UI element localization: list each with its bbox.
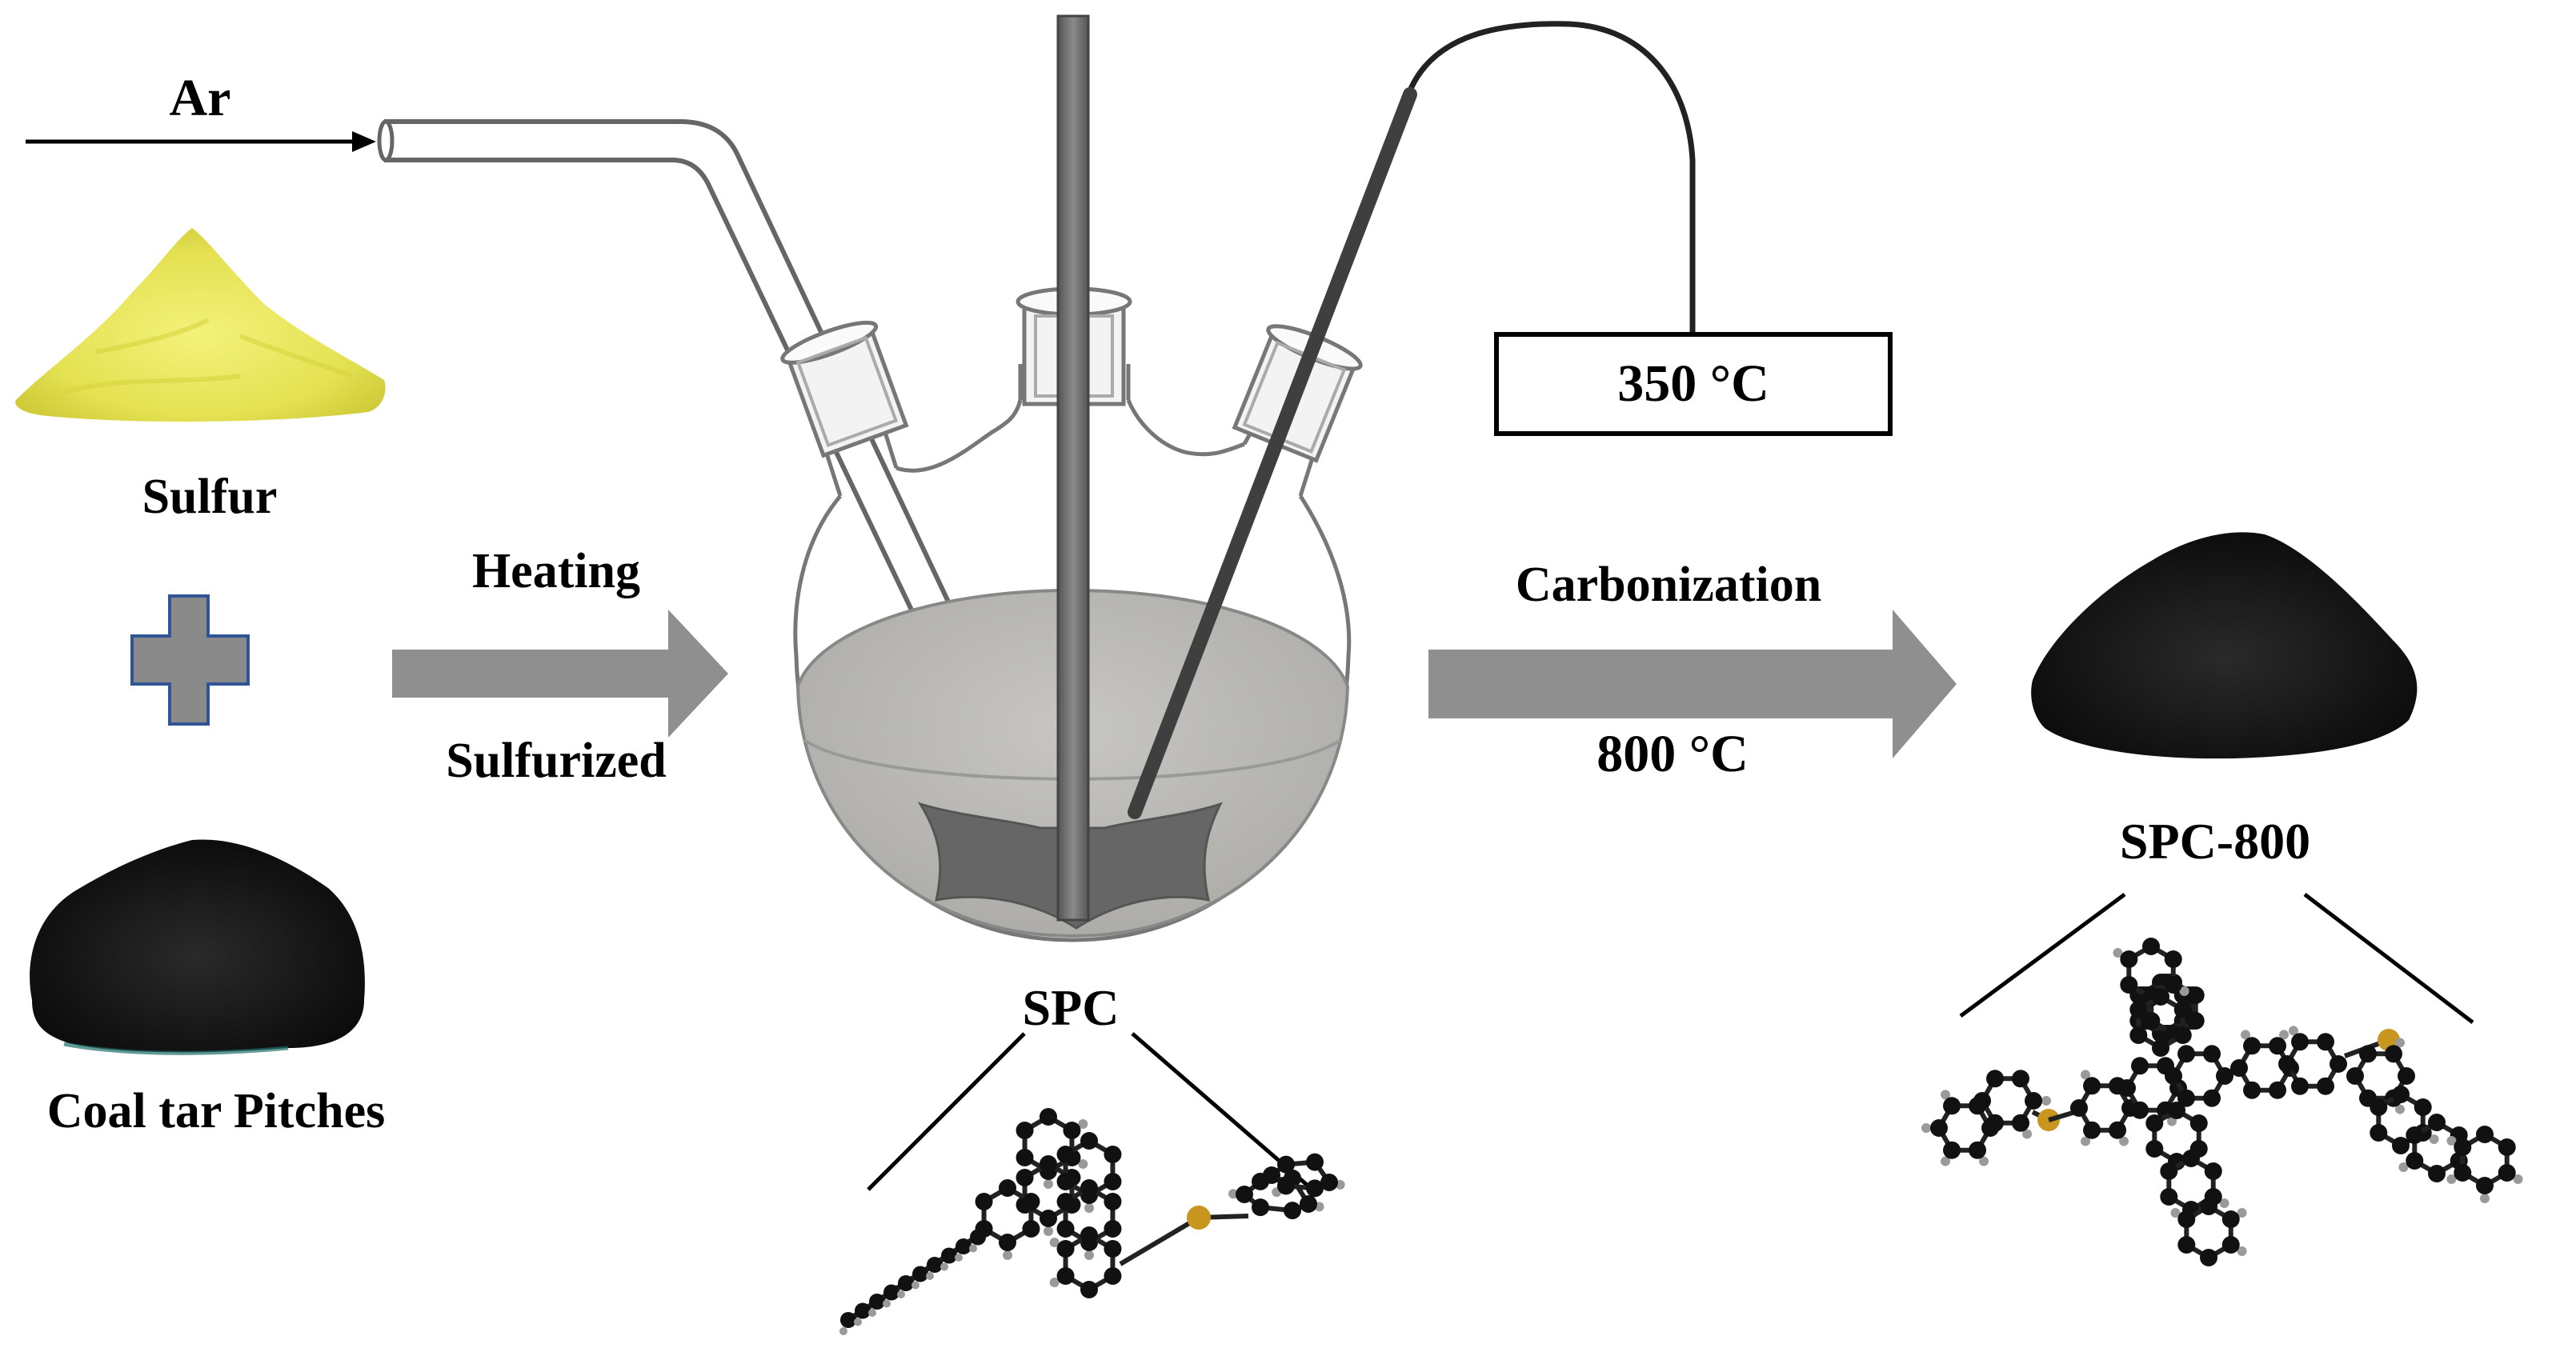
carbonization-arrow [1428,610,1957,758]
carbonization-label: Carbonization [1515,558,1822,612]
heating-label: Heating [471,544,641,598]
spc-callout-lines [867,1032,1314,1191]
spc-800-powder-image [2031,532,2418,759]
stirring-rod [1056,14,1090,922]
controller-temperature-label: 350 °C [1617,354,1769,413]
argon-label: Ar [169,69,231,127]
spc-800-label: SPC-800 [2119,813,2311,870]
carbonization-temperature-label: 800 °C [1596,725,1749,783]
spc-800-molecule-model [1921,938,2523,1266]
coal-tar-pitches-label: Coal tar Pitches [46,1084,386,1138]
spc-800-callout-lines [1959,892,2474,1024]
sulfurized-label: Sulfurized [446,734,667,788]
argon-inlet-arrow [26,131,376,152]
temperature-controller: 350 °C [1494,332,1893,436]
sulfur-powder-image [15,228,386,422]
heating-arrow [392,610,728,738]
coal-tar-pitch-image [30,839,365,1055]
spc-molecule-model [839,1108,1345,1335]
spc-label: SPC [1022,979,1120,1036]
thermocouple-probe [1128,87,1417,819]
sulfur-label: Sulfur [142,470,278,524]
thermocouple-wire [1405,21,1696,332]
plus-icon [130,594,250,726]
gas-inlet-tube [377,119,1035,805]
